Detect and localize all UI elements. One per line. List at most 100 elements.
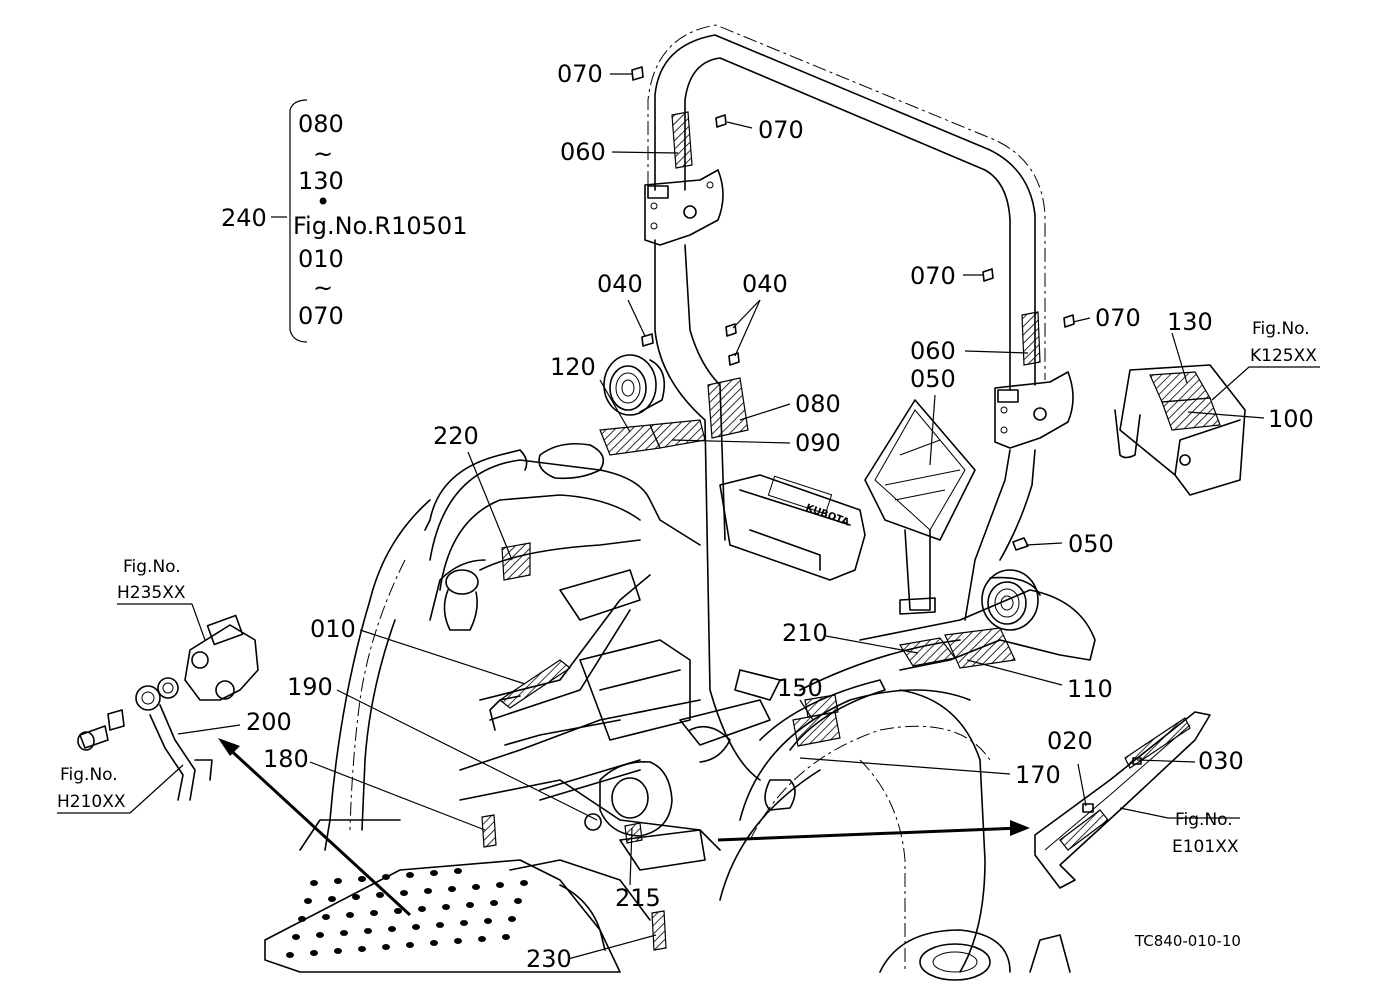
- decal-080: [707, 377, 749, 439]
- callout-070: 070: [1095, 304, 1141, 332]
- plate-hole: [334, 948, 342, 954]
- callout-130: 130: [1167, 308, 1213, 336]
- callout-050: 050: [1068, 530, 1114, 558]
- plate-hole: [292, 934, 300, 940]
- plate-hole: [358, 876, 366, 882]
- callout-210: 210: [782, 619, 828, 647]
- fig-ref-number: K125XX: [1250, 346, 1317, 366]
- callout-220: 220: [433, 422, 479, 450]
- plate-hole: [424, 888, 432, 894]
- plate-hole: [502, 934, 510, 940]
- plate-hole: [322, 914, 330, 920]
- plate-hole: [310, 880, 318, 886]
- plate-hole: [406, 872, 414, 878]
- fig-ref-label: Fig.No.: [1175, 810, 1233, 830]
- callout-215: 215: [615, 884, 661, 912]
- work-light-right: [981, 569, 1041, 631]
- plate-hole: [358, 946, 366, 952]
- callout-100: 100: [1268, 405, 1314, 433]
- group-240-line: 130: [298, 167, 344, 195]
- fig-ref-number: E101XX: [1172, 837, 1239, 857]
- plate-hole: [454, 868, 462, 874]
- plate-hole: [412, 924, 420, 930]
- callout-070: 070: [910, 262, 956, 290]
- group-240-dot: •: [316, 188, 330, 216]
- fender-right: [719, 589, 1096, 973]
- plate-hole: [364, 928, 372, 934]
- plate-hole: [484, 918, 492, 924]
- leader-lines: [57, 73, 1320, 960]
- fig-ref-number: H235XX: [117, 583, 186, 603]
- fig-ref-number: H210XX: [57, 792, 126, 812]
- plate-hole: [454, 938, 462, 944]
- detail-e101-step: [1034, 711, 1211, 889]
- fig-ref-label: Fig.No.: [123, 557, 181, 577]
- callout-150: 150: [777, 674, 823, 702]
- fender-left: [424, 442, 701, 631]
- arrow-to-h210: [218, 738, 412, 917]
- group-240-line: 080: [298, 110, 344, 138]
- plate-hole: [382, 944, 390, 950]
- rivets: [631, 66, 1075, 551]
- plate-hole: [382, 874, 390, 880]
- group-240-line: 070: [298, 302, 344, 330]
- plate-hole: [298, 916, 306, 922]
- rear-wheel-hub: [879, 929, 1071, 981]
- plate-hole: [418, 906, 426, 912]
- callout-200: 200: [246, 708, 292, 736]
- step-plate-holes: [286, 868, 528, 958]
- callout-230: 230: [526, 945, 572, 973]
- decal-060-right: [1021, 311, 1041, 366]
- decal-060-left: [671, 111, 693, 169]
- plate-hole: [340, 930, 348, 936]
- plate-hole: [310, 950, 318, 956]
- callout-240: 240: [221, 204, 267, 232]
- callout-030: 030: [1198, 747, 1244, 775]
- callout-010: 010: [310, 615, 356, 643]
- console-panel: [719, 474, 866, 581]
- plate-hole: [400, 890, 408, 896]
- callout-110: 110: [1067, 675, 1113, 703]
- callout-labels: 070 070 060 070 070 060 040 040 120 080 …: [221, 60, 1314, 973]
- decal-090-b: [649, 419, 706, 449]
- group-240-list: 080 ~ 130 • Fig.No.R10501 010 ~ 070: [293, 110, 467, 330]
- step-plate: [264, 819, 651, 973]
- callout-040: 040: [597, 270, 643, 298]
- group-240-tilde: ~: [313, 140, 333, 168]
- rops-frame: [647, 24, 1046, 781]
- callout-070: 070: [557, 60, 603, 88]
- arrow-to-e101: [717, 820, 1030, 842]
- plate-hole: [442, 904, 450, 910]
- callout-060: 060: [560, 138, 606, 166]
- fig-ref-label: Fig.No.: [60, 765, 118, 785]
- callout-120: 120: [550, 353, 596, 381]
- detail-k125-cover: [1114, 364, 1246, 496]
- callout-190: 190: [287, 673, 333, 701]
- plate-hole: [508, 916, 516, 922]
- plate-hole: [496, 882, 504, 888]
- plate-hole: [472, 884, 480, 890]
- rops-bracket-right: [994, 371, 1074, 449]
- decal-230: [651, 910, 667, 951]
- plate-hole: [514, 898, 522, 904]
- plate-hole: [436, 922, 444, 928]
- plate-hole: [376, 892, 384, 898]
- plate-hole: [394, 908, 402, 914]
- callout-180: 180: [263, 745, 309, 773]
- plate-hole: [520, 880, 528, 886]
- callout-170: 170: [1015, 761, 1061, 789]
- plate-hole: [466, 902, 474, 908]
- plate-hole: [448, 886, 456, 892]
- plate-hole: [388, 926, 396, 932]
- plate-hole: [328, 896, 336, 902]
- callout-060: 060: [910, 337, 956, 365]
- figure-references: Fig.No. K125XX Fig.No. H235XX Fig.No. H2…: [57, 319, 1317, 857]
- group-240-tilde: ~: [313, 274, 333, 302]
- seat-bracket: [864, 399, 976, 615]
- plate-hole: [490, 900, 498, 906]
- decal-180: [481, 814, 497, 848]
- plate-hole: [352, 894, 360, 900]
- group-240-line: 010: [298, 245, 344, 273]
- detail-h235-valve: [77, 614, 259, 801]
